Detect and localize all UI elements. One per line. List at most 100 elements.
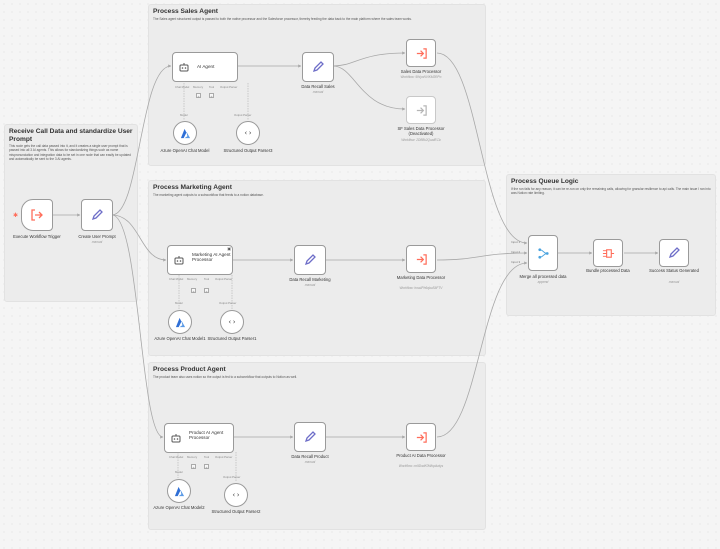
sales-add-tool-button[interactable]: + <box>209 93 214 99</box>
node-marketing-azure-model[interactable] <box>168 310 192 334</box>
bundle-label: Bundle processed Data <box>586 268 630 273</box>
trigger-label: Execute Workflow Trigger <box>13 234 61 239</box>
pencil-icon <box>295 246 325 274</box>
azure-icon <box>169 311 191 333</box>
node-sales-output-parser[interactable]: ‹› <box>236 121 260 145</box>
node-bundle-processed-data[interactable] <box>593 239 623 267</box>
sticky-sales-title: Process Sales Agent <box>153 8 218 15</box>
code-brackets-icon: ‹› <box>231 491 241 499</box>
data-recall-sales-label: Data Recall Sales <box>301 84 335 89</box>
sales-parser-port-label: Output Parser <box>234 113 252 117</box>
marketing-add-memory-button[interactable]: + <box>191 288 196 294</box>
sticky-product-title: Process Product Agent <box>153 366 226 373</box>
merge-icon <box>529 236 557 270</box>
code-brackets-icon: ‹› <box>227 318 237 326</box>
robot-icon <box>173 53 195 81</box>
robot-icon <box>168 246 190 274</box>
sticky-product-desc: The product team also uses notion so the… <box>153 374 298 379</box>
product-port-memory: Memory <box>187 455 198 459</box>
execute-workflow-icon <box>407 97 435 123</box>
sticky-marketing-desc: The marketing agent outputs to a subwork… <box>153 192 264 197</box>
sticky-sales[interactable]: Process Sales Agent The Sales agent stru… <box>148 4 486 166</box>
product-parser-port-label: Output Parser <box>223 475 241 479</box>
sales-port-chat-model: Chat Model <box>175 85 190 89</box>
node-sales-azure-model[interactable] <box>173 121 197 145</box>
node-sales-data-processor[interactable] <box>406 39 436 67</box>
marketing-port-memory: Memory <box>187 277 198 281</box>
sticky-queue-title: Process Queue Logic <box>511 178 579 185</box>
edge-mktproc-merge <box>436 251 528 261</box>
node-marketing-data-processor[interactable] <box>406 245 436 273</box>
sticky-receive-title: Receive Call Data and standardize User P… <box>9 128 133 143</box>
edge-salesproc-merge <box>436 52 528 245</box>
merge-input-2-label: Input 2 <box>511 250 521 254</box>
node-data-recall-marketing[interactable] <box>294 245 326 275</box>
node-product-data-processor[interactable] <box>406 423 436 451</box>
node-data-recall-product[interactable] <box>294 422 326 452</box>
success-label: Success Status Generated <box>649 268 699 273</box>
node-create-user-prompt[interactable] <box>81 199 113 231</box>
data-recall-product-sublabel: manual <box>304 460 316 464</box>
sales-parser-label: Structured Output Parser3 <box>223 148 273 153</box>
aggregate-icon <box>594 240 622 266</box>
merge-input-3-label: Input 3 <box>511 260 521 264</box>
product-model-port-label: Model <box>175 470 183 474</box>
execute-workflow-icon <box>407 424 435 450</box>
product-processor-label: Product AI Data Processor <box>396 453 446 458</box>
node-merge-processed-data[interactable] <box>528 235 558 271</box>
sf-processor-sublabel: Workflow: 2D8Bk2QuafECb <box>401 138 441 142</box>
edge-recall-salesproc <box>332 51 406 67</box>
node-data-recall-sales[interactable] <box>302 52 334 82</box>
product-model-label: Azure OpenAI Chat Model2 <box>153 505 205 510</box>
sales-processor-label: Sales Data Processor <box>400 69 442 74</box>
sticky-sales-desc: The Sales agent structured output is pas… <box>153 16 412 21</box>
merge-label: Merge all processed data <box>519 274 567 279</box>
code-brackets-icon: ‹› <box>243 129 253 137</box>
node-success-status[interactable] <box>659 239 689 267</box>
create-prompt-label: Create User Prompt <box>78 234 116 239</box>
product-parser-label: Structured Output Parser2 <box>211 509 261 514</box>
product-add-memory-button[interactable]: + <box>191 464 196 470</box>
node-product-ai-agent[interactable]: Product AI Agent Processor <box>164 423 234 453</box>
node-product-azure-model[interactable] <box>167 479 191 503</box>
create-prompt-sublabel: manual <box>91 240 103 244</box>
product-processor-sublabel: Workflow: cn9DxdK0Wkp4udys <box>398 464 444 468</box>
marketing-port-tool: Tool <box>204 277 210 281</box>
azure-icon <box>168 480 190 502</box>
sticky-marketing-title: Process Marketing Agent <box>153 184 232 191</box>
node-product-output-parser[interactable]: ‹› <box>224 483 248 507</box>
product-add-tool-button[interactable]: + <box>204 464 209 470</box>
data-recall-sales-sublabel: manual <box>312 90 324 94</box>
sf-processor-label: SF Sales Data Processor (Deactivated) <box>397 126 445 137</box>
product-port-output-parser: Output Parser <box>215 455 233 459</box>
sticky-queue-desc: If the run fails for any reason, it can … <box>511 186 711 195</box>
pencil-icon <box>660 240 688 266</box>
sales-model-label: Azure OpenAI Chat Model <box>160 148 210 153</box>
node-sf-sales-data-processor[interactable] <box>406 96 436 124</box>
sales-processor-sublabel: Workflow: 9WyoNVlKM3RPo <box>400 75 442 79</box>
trigger-start-icon: ✱ <box>13 213 19 219</box>
marketing-model-port-label: Model <box>175 301 183 305</box>
marketing-add-tool-button[interactable]: + <box>204 288 209 294</box>
sales-port-memory: Memory <box>193 85 204 89</box>
marketing-model-label: Azure OpenAI Chat Model1 <box>154 336 206 341</box>
product-agent-label: Product AI Agent Processor <box>189 430 224 441</box>
node-marketing-output-parser[interactable]: ‹› <box>220 310 244 334</box>
node-execute-trigger[interactable] <box>21 199 53 231</box>
marketing-parser-label: Structured Output Parser1 <box>207 336 257 341</box>
node-sales-ai-agent[interactable]: AI Agent <box>172 52 238 82</box>
marketing-port-output-parser: Output Parser <box>215 277 233 281</box>
product-port-chat-model: Chat Model <box>169 455 184 459</box>
data-recall-product-label: Data Recall Product <box>291 454 329 459</box>
marketing-processor-sublabel: Workflow: hna4Ph6qbuS6FTV <box>399 286 443 290</box>
product-port-tool: Tool <box>204 455 210 459</box>
marketing-port-chat-model: Chat Model <box>169 277 184 281</box>
marketing-parser-port-label: Output Parser <box>219 301 237 305</box>
node-marketing-ai-agent[interactable]: Marketing AI Agent Processor ▣ <box>167 245 233 275</box>
sales-add-memory-button[interactable]: + <box>196 93 201 99</box>
marketing-agent-menu-icon[interactable]: ▣ <box>227 246 231 251</box>
merge-input-1-label: Input 1 <box>511 240 521 244</box>
edge-prompt-marketing <box>111 214 167 262</box>
